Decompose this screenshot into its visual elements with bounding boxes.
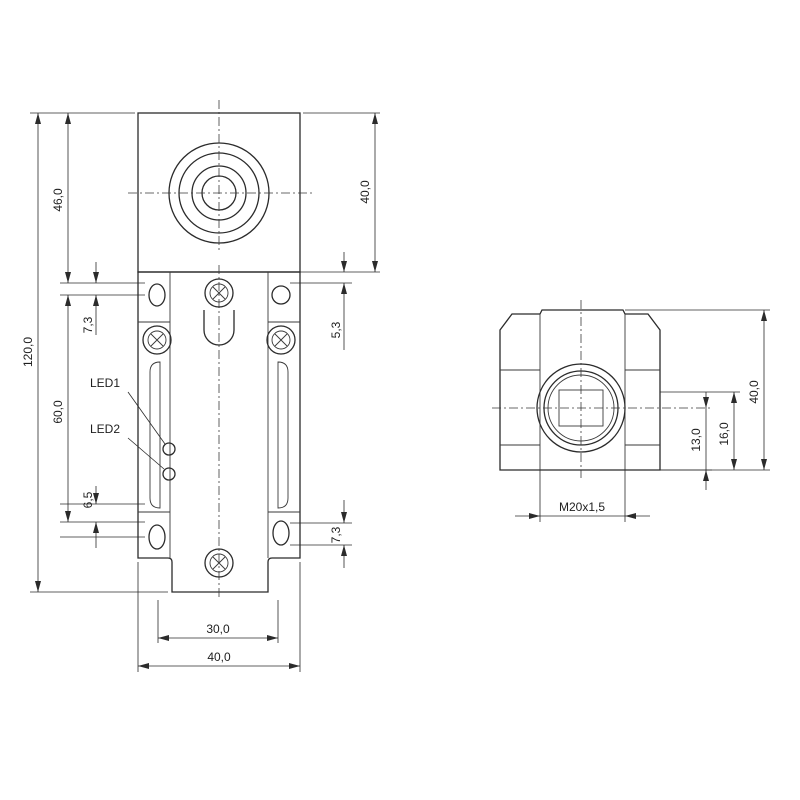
dimension-60: 60,0 <box>51 295 71 522</box>
svg-text:40,0: 40,0 <box>747 380 761 404</box>
dimension-7-3-left: 7,3 <box>81 262 99 335</box>
svg-text:40,0: 40,0 <box>207 650 231 664</box>
svg-text:30,0: 30,0 <box>206 622 230 636</box>
dimension-thread: M20x1,5 <box>515 500 650 519</box>
screw <box>204 548 234 578</box>
dimension-7-3-right: 7,3 <box>329 500 347 568</box>
mounting-hole <box>148 283 166 307</box>
sensing-face-symbol <box>128 100 312 252</box>
dimension-40-head: 40,0 <box>358 113 378 272</box>
svg-text:13,0: 13,0 <box>689 428 703 452</box>
mounting-hole <box>271 285 291 305</box>
led2-indicator <box>162 467 176 481</box>
side-view: 40,0 16,0 13,0 M20x1,5 <box>492 300 770 522</box>
svg-text:120,0: 120,0 <box>21 337 35 367</box>
svg-text:60,0: 60,0 <box>51 400 65 424</box>
svg-text:40,0: 40,0 <box>358 180 372 204</box>
mounting-hole <box>148 524 166 550</box>
dimension-6-5: 6,5 <box>81 486 99 548</box>
led1-label: LED1 <box>90 376 120 390</box>
dimension-40-side: 40,0 <box>747 310 767 470</box>
led2-label: LED2 <box>90 422 120 436</box>
mounting-hole <box>272 520 290 546</box>
dimension-46: 46,0 <box>51 113 71 283</box>
dimension-16: 16,0 <box>717 392 737 470</box>
svg-text:7,3: 7,3 <box>81 316 95 333</box>
screw <box>142 325 172 355</box>
svg-text:5,3: 5,3 <box>329 321 343 338</box>
dimension-120: 120,0 <box>21 113 41 592</box>
dimension-13: 13,0 <box>689 392 709 490</box>
screw <box>204 278 234 308</box>
svg-text:46,0: 46,0 <box>51 188 65 212</box>
svg-text:7,3: 7,3 <box>329 526 343 543</box>
svg-text:M20x1,5: M20x1,5 <box>559 500 605 514</box>
svg-text:6,5: 6,5 <box>81 491 95 508</box>
front-view: LED1 LED2 120,0 46,0 60,0 <box>21 100 380 672</box>
center-slot <box>203 310 235 346</box>
dimension-30: 30,0 <box>158 622 278 641</box>
sensor-body <box>137 271 301 593</box>
screw <box>266 325 296 355</box>
led1-indicator <box>162 442 176 456</box>
dimension-40-width: 40,0 <box>138 650 300 669</box>
dimension-5-3: 5,3 <box>329 252 347 350</box>
svg-text:16,0: 16,0 <box>717 422 731 446</box>
